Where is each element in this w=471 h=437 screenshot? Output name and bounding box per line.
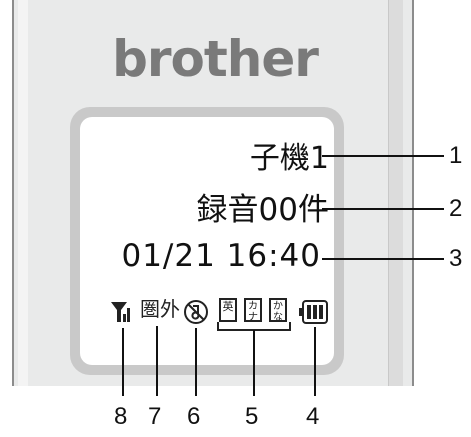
mode-english-icon: 英 [219, 298, 237, 322]
callout-leader-8 [122, 328, 124, 396]
handset-number-text: 子機1 [249, 141, 329, 176]
mode-katakana-icon: カナ [244, 298, 262, 323]
callout-7: 7 [148, 403, 162, 430]
date-time-text: 01/21 16:40 [121, 238, 321, 274]
lcd-screen [80, 117, 334, 365]
callout-leader-2 [322, 208, 444, 210]
callout-leader-4 [314, 327, 316, 396]
out-of-range-icon: 圏外 [140, 297, 180, 321]
callout-leader-1 [322, 155, 444, 157]
callout-3: 3 [449, 245, 463, 272]
mode-hiragana-icon: かな [269, 298, 287, 323]
callout-4: 4 [306, 403, 320, 430]
callout-8: 8 [114, 403, 128, 430]
brand-logo: brother [112, 30, 319, 88]
callout-2: 2 [449, 195, 463, 222]
battery-icon [299, 300, 328, 324]
callout-leader-3 [322, 258, 444, 260]
callout-5: 5 [245, 403, 259, 430]
recordings-count-text: 録音00件 [196, 192, 329, 228]
ringer-off-icon [184, 300, 208, 324]
callout-leader-5 [253, 330, 255, 396]
callout-6: 6 [187, 403, 201, 430]
callout-leader-6 [195, 328, 197, 396]
handset-highlight [18, 0, 28, 386]
signal-antenna-icon [111, 302, 130, 322]
callout-leader-7 [156, 326, 158, 396]
handset-shadow [388, 0, 403, 386]
callout-1: 1 [449, 142, 463, 169]
